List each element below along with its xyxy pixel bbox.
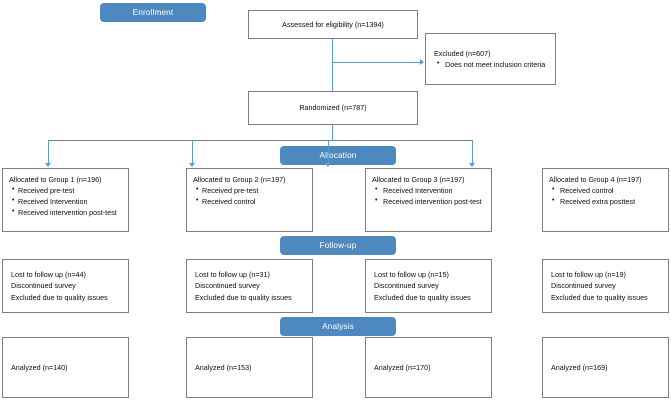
followup-group-1-list: Lost to follow up (n=44) Discontinued su… — [11, 269, 122, 302]
arrowhead-branch-2 — [189, 163, 195, 167]
randomized-text: Randomized (n=787) — [299, 103, 367, 113]
followup-group-2-line: Lost to follow up (n=31) — [195, 270, 270, 280]
analysis-group-3-text: Analyzed (n=170) — [374, 362, 431, 372]
allocation-group-2-item: Received pre-test — [193, 185, 306, 196]
box-allocation-group-1: Allocated to Group 1 (n=196) Received pr… — [2, 168, 129, 232]
connector-randomized-stem — [332, 125, 333, 140]
followup-group-4-list: Lost to follow up (n=19) Discontinued su… — [551, 269, 662, 302]
analysis-group-4-text: Analyzed (n=169) — [551, 362, 608, 372]
stage-label-allocation: Allocation — [280, 146, 396, 165]
allocation-group-2-item: Received control — [193, 196, 306, 207]
analysis-group-1-text: Analyzed (n=140) — [11, 362, 68, 372]
allocation-group-3-item: Received intervention post-test — [372, 196, 485, 207]
box-allocation-group-2: Allocated to Group 2 (n=197) Received pr… — [186, 168, 313, 232]
box-followup-group-4: Lost to follow up (n=19) Discontinued su… — [542, 259, 669, 313]
box-followup-group-2: Lost to follow up (n=31) Discontinued su… — [186, 259, 313, 313]
allocation-group-1-item: Received Intervention — [9, 196, 122, 207]
followup-group-4-line: Excluded due to quality issues — [551, 292, 648, 302]
stage-label-followup: Follow-up — [280, 236, 396, 255]
box-followup-group-1: Lost to follow up (n=44) Discontinued su… — [2, 259, 129, 313]
followup-group-3-line: Discontinued survey — [374, 281, 439, 291]
assessed-for-eligibility-text: Assessed for eligibility (n=1394) — [282, 19, 384, 29]
excluded-reason-list: Does not meet inclusion criteria — [434, 58, 549, 70]
connector-branch-2 — [192, 140, 193, 164]
followup-group-2-line: Discontinued survey — [195, 281, 260, 291]
arrowhead-to-excluded — [420, 59, 424, 65]
allocation-group-3-item: Received Intervention — [372, 185, 485, 196]
excluded-title: Excluded (n=607) — [434, 48, 491, 58]
stage-label-followup-text: Follow-up — [319, 241, 357, 250]
box-analysis-group-3: Analyzed (n=170) — [365, 337, 492, 398]
allocation-group-1-item: Received pre-test — [9, 185, 122, 196]
stage-label-enrollment: Enrollment — [100, 3, 206, 22]
arrowhead-branch-3 — [325, 163, 331, 167]
arrowhead-branch-1 — [45, 163, 51, 167]
box-followup-group-3: Lost to follow up (n=15) Discontinued su… — [365, 259, 492, 313]
followup-group-2-list: Lost to follow up (n=31) Discontinued su… — [195, 269, 306, 302]
connector-branch-1 — [48, 140, 49, 164]
allocation-group-1-item: Received intervention post-test — [9, 207, 122, 218]
stage-label-analysis: Analysis — [280, 317, 396, 336]
arrowhead-branch-4 — [469, 163, 475, 167]
allocation-group-4-title: Allocated to Group 4 (n=197) — [549, 175, 642, 184]
box-allocation-group-4: Allocated to Group 4 (n=197) Received co… — [542, 168, 669, 232]
followup-group-1-line: Lost to follow up (n=44) — [11, 270, 86, 280]
box-assessed-for-eligibility: Assessed for eligibility (n=1394) — [248, 10, 418, 39]
stage-label-allocation-text: Allocation — [319, 151, 357, 160]
box-randomized: Randomized (n=787) — [248, 91, 418, 125]
allocation-group-4-list: Received control Received extra posttest — [549, 185, 662, 207]
followup-group-1-line: Excluded due to quality issues — [11, 292, 108, 302]
allocation-group-4-item: Received extra posttest — [549, 196, 662, 207]
followup-group-4-line: Discontinued survey — [551, 281, 616, 291]
connector-to-excluded — [332, 62, 420, 63]
connector-branch-4 — [472, 140, 473, 164]
stage-label-enrollment-text: Enrollment — [132, 8, 174, 17]
box-analysis-group-1: Analyzed (n=140) — [2, 337, 129, 398]
connector-branch-bar — [48, 140, 473, 141]
box-analysis-group-4: Analyzed (n=169) — [542, 337, 669, 398]
allocation-group-2-title: Allocated to Group 2 (n=197) — [193, 175, 286, 184]
excluded-reason-item: Does not meet inclusion criteria — [434, 58, 549, 70]
box-allocation-group-3: Allocated to Group 3 (n=197) Received In… — [365, 168, 492, 232]
allocation-group-4-item: Received control — [549, 185, 662, 196]
allocation-group-1-list: Received pre-test Received Intervention … — [9, 185, 122, 218]
allocation-group-3-list: Received Intervention Received intervent… — [372, 185, 485, 207]
analysis-group-2-text: Analyzed (n=153) — [195, 362, 252, 372]
connector-assessed-to-randomized — [332, 39, 333, 91]
followup-group-3-list: Lost to follow up (n=15) Discontinued su… — [374, 269, 485, 302]
box-analysis-group-2: Analyzed (n=153) — [186, 337, 313, 398]
followup-group-2-line: Excluded due to quality issues — [195, 292, 292, 302]
followup-group-3-line: Excluded due to quality issues — [374, 292, 471, 302]
allocation-group-2-list: Received pre-test Received control — [193, 185, 306, 207]
followup-group-1-line: Discontinued survey — [11, 281, 76, 291]
followup-group-4-line: Lost to follow up (n=19) — [551, 270, 626, 280]
allocation-group-3-title: Allocated to Group 3 (n=197) — [372, 175, 465, 184]
box-excluded: Excluded (n=607) Does not meet inclusion… — [425, 33, 556, 85]
followup-group-3-line: Lost to follow up (n=15) — [374, 270, 449, 280]
allocation-group-1-title: Allocated to Group 1 (n=196) — [9, 175, 102, 184]
connector-branch-3 — [328, 140, 329, 164]
stage-label-analysis-text: Analysis — [322, 322, 354, 331]
